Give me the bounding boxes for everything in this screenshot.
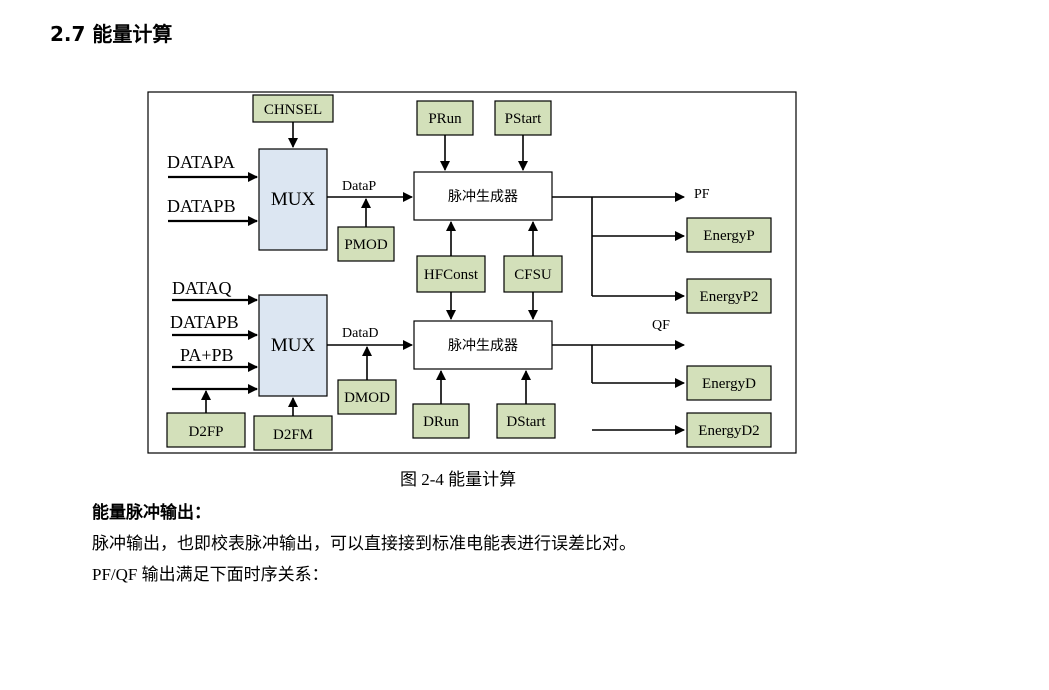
pf-label: PF	[694, 187, 710, 202]
svg-text:D2FM: D2FM	[273, 427, 313, 443]
mux-top-block: MUX	[258, 148, 328, 251]
svg-text:EnergyD2: EnergyD2	[698, 423, 759, 439]
qf-label: QF	[652, 318, 670, 333]
svg-text:CFSU: CFSU	[514, 267, 552, 283]
cfsu-block: CFSU	[503, 255, 563, 293]
pulse-generator-top: 脉冲生成器	[413, 171, 553, 221]
paragraph-1: 脉冲输出，也即校表脉冲输出，可以直接接到标准电能表进行误差比对。	[92, 534, 636, 553]
svg-text:DRun: DRun	[423, 414, 459, 430]
energyp-block: EnergyP	[686, 217, 772, 253]
datad-label: DataD	[342, 326, 379, 341]
datap-label: DataP	[342, 179, 376, 194]
svg-text:HFConst: HFConst	[424, 267, 479, 283]
d2fp-block: D2FP	[166, 412, 246, 448]
dstart-block: DStart	[496, 403, 556, 439]
svg-text:PRun: PRun	[428, 111, 462, 127]
pmod-block: PMOD	[337, 226, 395, 262]
energyd2-block: EnergyD2	[686, 412, 772, 448]
svg-text:D2FP: D2FP	[188, 424, 223, 440]
energyp2-block: EnergyP2	[686, 278, 772, 314]
svg-text:脉冲生成器: 脉冲生成器	[448, 189, 518, 205]
prun-block: PRun	[416, 100, 474, 136]
mux-bottom-block: MUX	[258, 294, 328, 397]
mux-bottom-label: MUX	[271, 335, 316, 356]
dmod-block: DMOD	[337, 379, 397, 415]
input-datapb-label: DATAPB	[167, 196, 236, 216]
pulse-generator-bottom: 脉冲生成器	[413, 320, 553, 370]
input-dataq-label: DATAQ	[172, 278, 232, 298]
hfconst-block: HFConst	[416, 255, 486, 293]
figure-caption: 图 2-4 能量计算	[400, 470, 517, 489]
svg-text:DStart: DStart	[506, 414, 546, 430]
d2fm-block: D2FM	[253, 415, 333, 451]
input-papb-label: PA+PB	[180, 345, 234, 365]
svg-text:DMOD: DMOD	[344, 390, 390, 406]
svg-text:EnergyD: EnergyD	[702, 376, 756, 392]
input-datapa-label: DATAPA	[167, 152, 235, 172]
chnsel-block: CHNSEL	[252, 94, 334, 123]
pstart-block: PStart	[494, 100, 552, 136]
diagram-frame	[147, 91, 797, 454]
input-datapb2-label: DATAPB	[170, 312, 239, 332]
svg-text:EnergyP: EnergyP	[703, 228, 754, 244]
svg-text:脉冲生成器: 脉冲生成器	[448, 338, 518, 354]
energyd-block: EnergyD	[686, 365, 772, 401]
svg-text:PMOD: PMOD	[344, 237, 388, 253]
energy-calculation-diagram: MUX MUX CHNSEL DATAPA DATAPB DATAQ DATAP…	[147, 91, 797, 454]
drun-block: DRun	[412, 403, 470, 439]
svg-text:EnergyP2: EnergyP2	[700, 289, 759, 305]
paragraph-2: PF/QF 输出满足下面时序关系：	[92, 565, 329, 584]
mux-top-label: MUX	[271, 189, 316, 210]
svg-text:CHNSEL: CHNSEL	[264, 102, 322, 118]
sub-heading: 能量脉冲输出：	[92, 503, 211, 523]
svg-text:PStart: PStart	[505, 111, 543, 127]
section-heading: 2.7 能量计算	[50, 22, 173, 46]
